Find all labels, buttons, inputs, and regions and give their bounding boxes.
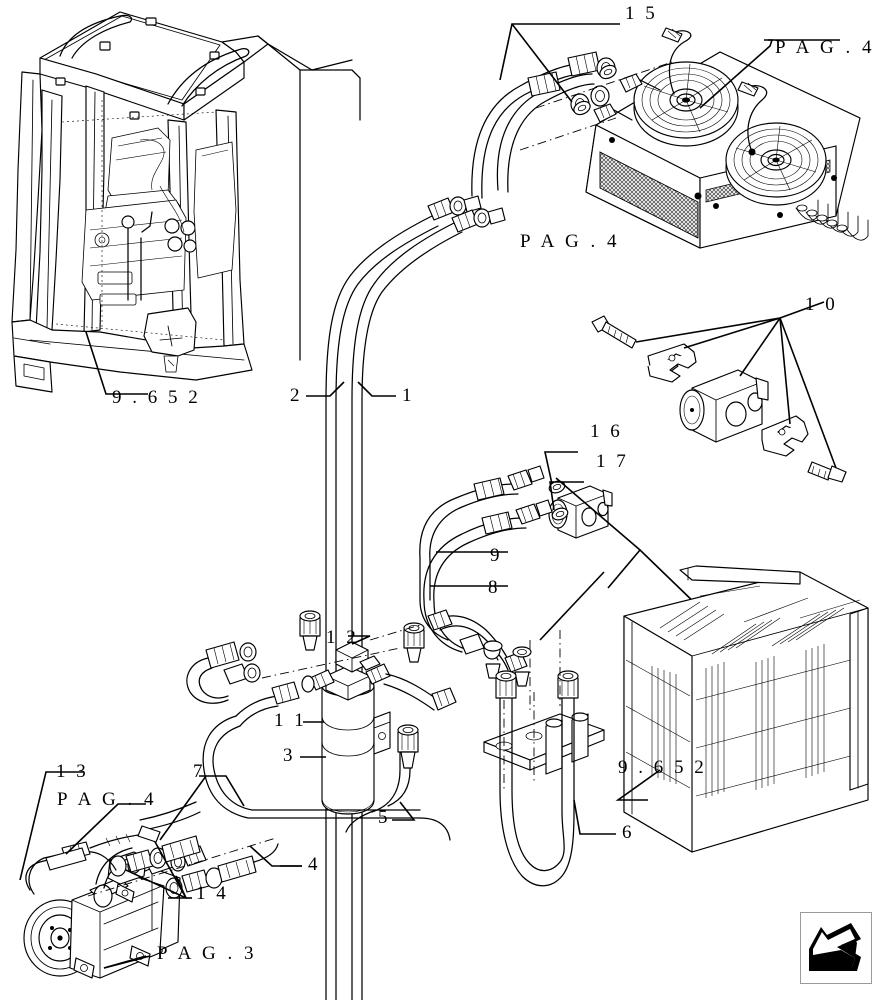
callout-7: 7 (193, 761, 206, 782)
callout-10: 1 0 (805, 294, 838, 315)
callout-3: 3 (283, 745, 296, 766)
condenser-port-fitting (619, 73, 661, 93)
drier-port-right (365, 663, 391, 685)
callout-8: 8 (488, 577, 501, 598)
leader-14c (153, 839, 187, 899)
callout-12: 1 2 (326, 627, 359, 648)
lower-hose-bend (427, 609, 532, 687)
hose-end-fitting (403, 622, 425, 663)
fitting-14b (165, 843, 279, 899)
hose-end-fitting (223, 663, 261, 685)
leader-5 (392, 801, 416, 821)
hose-end-fitting (507, 465, 545, 491)
callout-4: 4 (308, 854, 321, 875)
leader-1 (357, 381, 396, 397)
hose-ferrule (205, 641, 240, 669)
callout-9: 9 (490, 545, 503, 566)
condenser-fan-1 (633, 61, 739, 147)
evaporator-heater-unit (623, 565, 869, 853)
leader-pag4-compressor (65, 803, 146, 855)
leader-15b (511, 23, 573, 103)
fitting-nut (239, 642, 257, 662)
callout-9652-evap: 9 . 6 5 2 (618, 757, 707, 778)
o-ring-seal-15b (573, 100, 591, 116)
condenser-fan-2 (725, 122, 827, 206)
hose-end-fitting (299, 610, 321, 651)
hose-end-fitting (495, 670, 517, 699)
compressor-assembly (23, 845, 207, 979)
callout-2: 2 (290, 385, 303, 406)
leader-valve-to-evap2 (639, 549, 701, 609)
leader-7b (159, 775, 207, 841)
hose-ferrule (527, 71, 561, 97)
hose-ferrule (481, 511, 513, 535)
compressor-electrical-lead (25, 825, 161, 895)
bolt (591, 315, 637, 349)
hose-end-fitting (515, 499, 553, 525)
expansion-valve-kit-10 (591, 301, 847, 483)
leader-13 (19, 771, 84, 881)
leader-12 (348, 635, 371, 645)
hose-ferrule (271, 681, 300, 705)
operator-cab-assembly (11, 11, 269, 393)
hose-line-1-2 (299, 195, 506, 1000)
hose-ferrule (473, 477, 505, 501)
leader-6 (573, 799, 616, 835)
leader-14a (125, 869, 187, 899)
leader-9652-evap (615, 769, 661, 801)
callout-5: 5 (378, 807, 391, 828)
mounting-bracket (761, 415, 809, 457)
condenser-inlet-hoses (471, 51, 673, 199)
orientation-arrow-logo (800, 912, 872, 984)
hose-line-6 (495, 670, 579, 887)
receiver-drier-assembly (301, 641, 457, 815)
mounting-bracket (647, 343, 697, 383)
hose-end-fitting (557, 670, 579, 699)
fitting-14a (109, 835, 201, 877)
hose-line-5 (345, 724, 419, 833)
compressor-hose-fittings (87, 835, 279, 899)
callout-pag4-fan: P A G . 4 (775, 37, 875, 58)
o-ring-17 (551, 507, 569, 521)
callout-pag4-compressor: P A G . 4 (57, 789, 157, 810)
leader-7a (199, 775, 245, 807)
o-ring-seal-15 (599, 64, 617, 80)
condenser-return-bends (795, 199, 869, 241)
callout-16: 1 6 (590, 421, 623, 442)
callout-13: 1 3 (56, 761, 89, 782)
callout-15: 1 5 (625, 3, 658, 24)
callout-pag4-inlet: P A G . 4 (520, 231, 620, 252)
leader-17 (549, 481, 584, 511)
leader-evap-pointer (539, 571, 605, 641)
lower-hose-bend-2 (459, 633, 503, 679)
hose-line-8-9 (419, 465, 553, 687)
pressure-switch-12 (335, 641, 381, 673)
leader-cab-9652 (85, 331, 148, 395)
hose-end-fitting (427, 195, 482, 221)
callout-17: 1 7 (596, 451, 629, 472)
leader-2 (306, 381, 345, 397)
hose-end-fitting (451, 207, 506, 233)
hose-ferrule (567, 51, 601, 77)
drier-port-left (301, 669, 335, 693)
o-ring-16 (548, 480, 566, 494)
bolt (807, 461, 847, 483)
leader-16 (544, 451, 578, 485)
callout-11: 1 1 (274, 710, 307, 731)
callout-14: 1 4 (196, 883, 229, 904)
expansion-valve-17 (548, 485, 613, 539)
condenser-fan-assembly (585, 27, 869, 249)
callout-pag3: P A G . 3 (157, 943, 257, 964)
callout-9652-cab: 9 . 6 5 2 (112, 387, 201, 408)
condenser-port-fitting-2 (593, 103, 633, 123)
expansion-valve-body (679, 369, 769, 443)
callout-6: 6 (622, 822, 635, 843)
hose-end-fitting (397, 724, 419, 769)
callout-1: 1 (402, 385, 415, 406)
mounting-plate (483, 692, 605, 790)
evaporator-fins (625, 585, 867, 798)
fitting-nut (590, 85, 610, 107)
